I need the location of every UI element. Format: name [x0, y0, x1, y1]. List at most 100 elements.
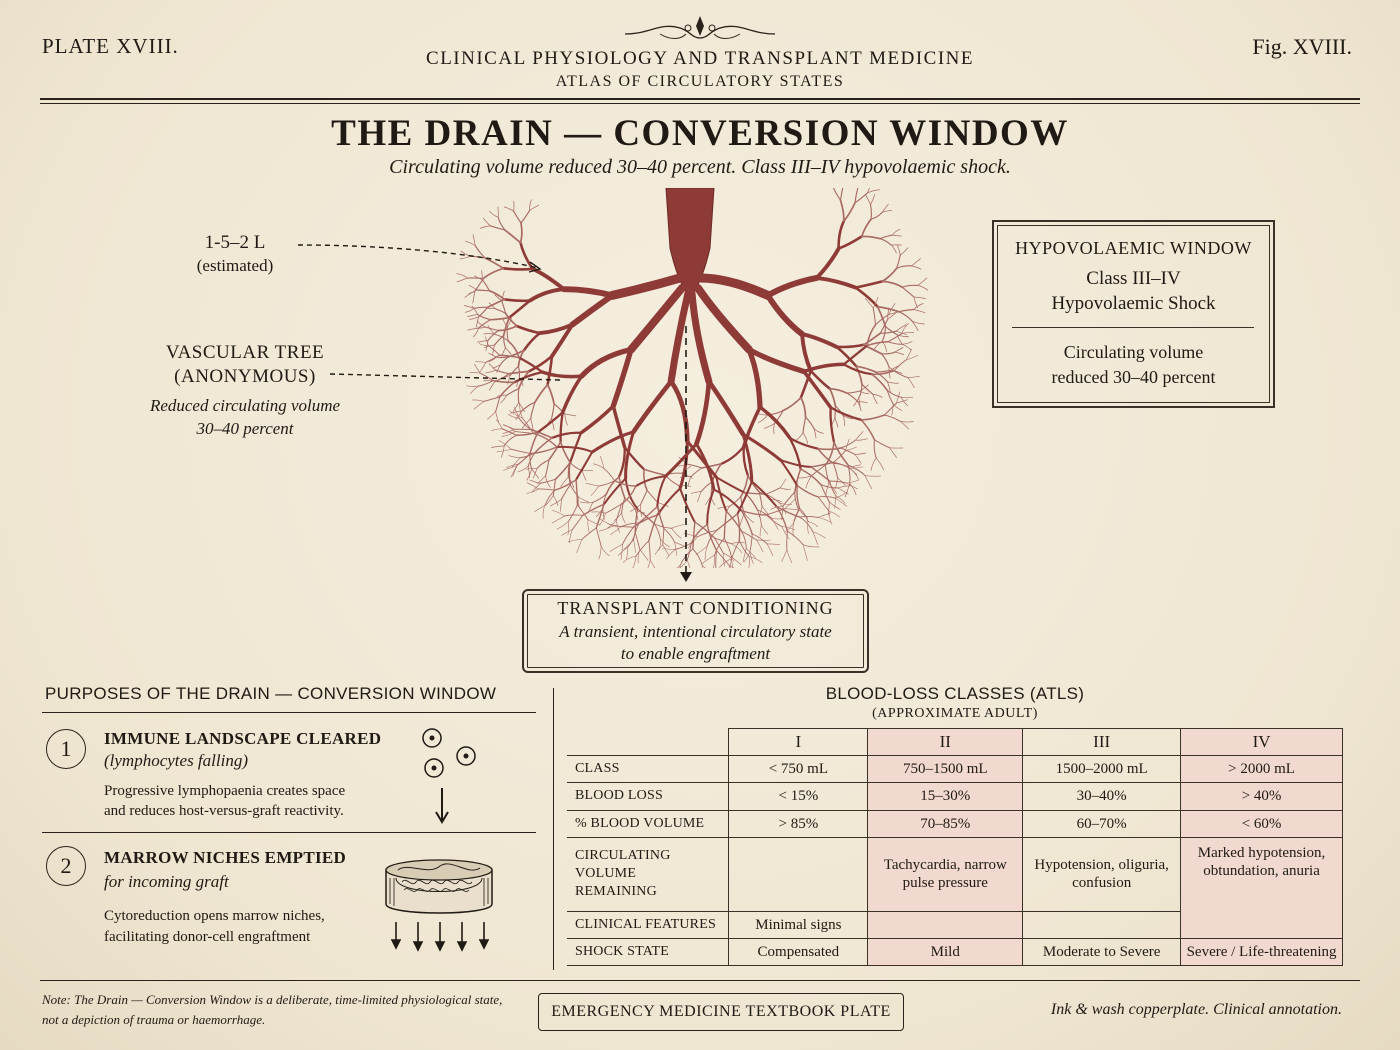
vessel-branch: [913, 309, 926, 314]
vessel-branch: [620, 522, 640, 528]
vessel-branch: [517, 465, 529, 473]
table-cell: Severe / Life-threatening: [1180, 937, 1343, 967]
vessel-branch: [613, 479, 637, 487]
table-cell: < 60%: [1180, 809, 1343, 838]
vessel-branch: [551, 510, 565, 517]
vessel-branch: [802, 432, 808, 444]
vessel-branch: [634, 509, 646, 514]
vessel-branch: [472, 290, 476, 304]
vessel-branch: [781, 526, 795, 531]
vessel-branch: [542, 504, 546, 519]
vessel-branch: [891, 228, 901, 236]
vessel-branch: [599, 518, 614, 527]
vessel-branch: [901, 286, 915, 298]
vessel-branch: [828, 387, 848, 394]
vessel-branch: [560, 484, 571, 500]
vessel-branch: [497, 325, 518, 332]
vessel-branch: [595, 503, 605, 529]
vessel-branch: [510, 448, 532, 455]
vessel-branch: [498, 440, 512, 450]
vessel-branch: [648, 514, 658, 542]
vessel-branch: [855, 431, 864, 441]
vessel-branch: [725, 510, 743, 532]
vessel-branch: [799, 516, 814, 533]
vessel-branch: [681, 465, 692, 474]
vessel-branch: [756, 539, 764, 553]
vessel-branch: [728, 496, 742, 508]
vessel-branch: [837, 485, 851, 489]
vessel-branch: [503, 206, 514, 212]
vessel-branch: [466, 385, 479, 387]
vessel-branch: [521, 418, 532, 429]
vessel-branch: [605, 503, 622, 514]
vessel-branch: [899, 247, 909, 256]
vessel-branch: [833, 441, 849, 466]
vessel-branch: [890, 244, 897, 254]
row-label: CLASS: [567, 755, 730, 784]
purposes-heading: PURPOSES OF THE DRAIN — CONVERSION WINDO…: [45, 684, 497, 703]
vessel-branch: [706, 379, 746, 437]
vessel-branch: [640, 489, 648, 506]
vessel-branch: [860, 419, 876, 441]
row-label-line-2: REMAINING: [575, 884, 657, 900]
vessel-branch: [638, 505, 658, 524]
vessel-branch: [495, 369, 510, 375]
vessel-branch: [666, 549, 676, 559]
vessel-branch: [835, 497, 848, 507]
vessel-branch: [581, 470, 587, 481]
vessel-branch: [715, 476, 728, 513]
vessel-branch: [744, 512, 754, 523]
vessel-branch: [679, 559, 688, 568]
vessel-branch: [712, 488, 743, 512]
vessel-branch: [585, 483, 600, 487]
vessel-branch: [794, 491, 800, 510]
vessel-branch: [532, 432, 558, 448]
vessel-branch: [706, 523, 718, 552]
vessel-branch: [467, 327, 479, 331]
vessel-branch: [697, 491, 702, 503]
vessel-branch: [913, 296, 919, 309]
vessel-branch: [782, 396, 802, 412]
vessel-branch: [695, 273, 773, 300]
purpose-body-2b: facilitating donor-cell engraftment: [104, 929, 311, 945]
vessel-branch: [554, 479, 577, 491]
vessel-branch: [590, 485, 600, 496]
vessel-branch: [500, 445, 505, 458]
vessel-branch: [540, 370, 584, 379]
purpose-sub-2: for incoming graft: [104, 872, 229, 891]
table-cell: 30–40%: [1022, 782, 1182, 811]
vessel-branch: [723, 537, 732, 557]
textbook-plate-badge: EMERGENCY MEDICINE TEXTBOOK PLATE: [538, 993, 904, 1031]
vessel-branch: [786, 530, 804, 546]
vessel-branch: [492, 379, 516, 384]
table-row: % BLOOD VOLUME > 85% 70–85% 60–70% < 60%: [567, 809, 1343, 838]
vessel-branch: [845, 438, 850, 452]
hypovolaemic-window-box: [992, 220, 1275, 408]
vessel-branch: [579, 346, 634, 379]
vessel-branch: [881, 267, 898, 283]
vessel-branch: [913, 303, 924, 310]
table-header-row: I II III IV: [567, 727, 1343, 757]
purpose-sub-1: (lymphocytes falling): [104, 751, 248, 770]
vessel-branch: [855, 365, 877, 374]
vessel-branch: [911, 320, 925, 325]
vessel-branch: [605, 476, 620, 495]
vessel-branch: [478, 319, 492, 329]
vessel-branch: [860, 235, 881, 240]
vessel-branch: [799, 468, 822, 486]
vessel-branch: [688, 536, 698, 549]
table-cell: 15–30%: [867, 782, 1024, 811]
vessel-branch: [662, 544, 670, 556]
vessel-branch: [849, 483, 857, 496]
vessel-branch: [671, 524, 685, 529]
vessel-branch: [507, 375, 511, 385]
vessel-branch: [779, 502, 787, 515]
vessel-branch: [910, 258, 921, 267]
vessel-branch: [748, 556, 763, 563]
vessel-branch: [544, 489, 556, 506]
vessel-branch: [817, 517, 832, 523]
vessel-branch: [835, 491, 848, 499]
transplant-line-2: to enable engraftment: [620, 644, 771, 663]
vessel-branch: [546, 383, 555, 405]
vessel-branch: [715, 549, 717, 568]
